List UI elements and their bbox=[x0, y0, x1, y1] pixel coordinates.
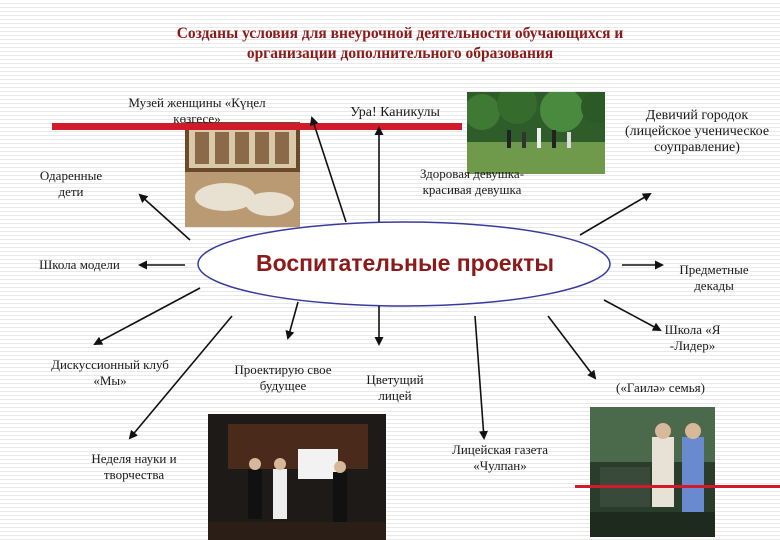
label-subject-decades: Предметные декады bbox=[664, 262, 764, 294]
label-newspaper: Лицейская газета «Чулпан» bbox=[440, 442, 560, 474]
label-gifted: Одаренные дети bbox=[30, 168, 112, 200]
arrow-family bbox=[548, 316, 595, 378]
label-ura: Ура! Каникулы bbox=[325, 105, 465, 121]
label-museum: Музей женщины «Күңел көзгесе» bbox=[112, 95, 282, 127]
label-discussion: Дискуссионный клуб «Мы» bbox=[45, 357, 175, 389]
arrow-museum bbox=[312, 118, 346, 222]
label-leader-school: Школа «Я -Лидер» bbox=[650, 322, 735, 354]
arrow-discussion bbox=[95, 288, 200, 344]
label-healthy: Здоровая девушка-красивая девушка bbox=[398, 166, 546, 198]
arrow-newspaper bbox=[475, 316, 484, 438]
label-girls-town: Девичий городок (лицейское ученическое с… bbox=[622, 108, 772, 156]
label-blooming: Цветущий лицей bbox=[350, 372, 440, 404]
arrow-gifted bbox=[140, 195, 190, 240]
label-project-future: Проектирую свое будущее bbox=[228, 362, 338, 394]
arrow-project-future bbox=[288, 302, 298, 338]
label-science-week: Неделя науки и творчества bbox=[75, 451, 193, 483]
label-family: («Гаилә» семья) bbox=[598, 380, 723, 396]
arrow-girls-town bbox=[580, 194, 650, 235]
center-title: Воспитательные проекты bbox=[205, 250, 605, 277]
label-model-school: Школа модели bbox=[22, 257, 137, 273]
